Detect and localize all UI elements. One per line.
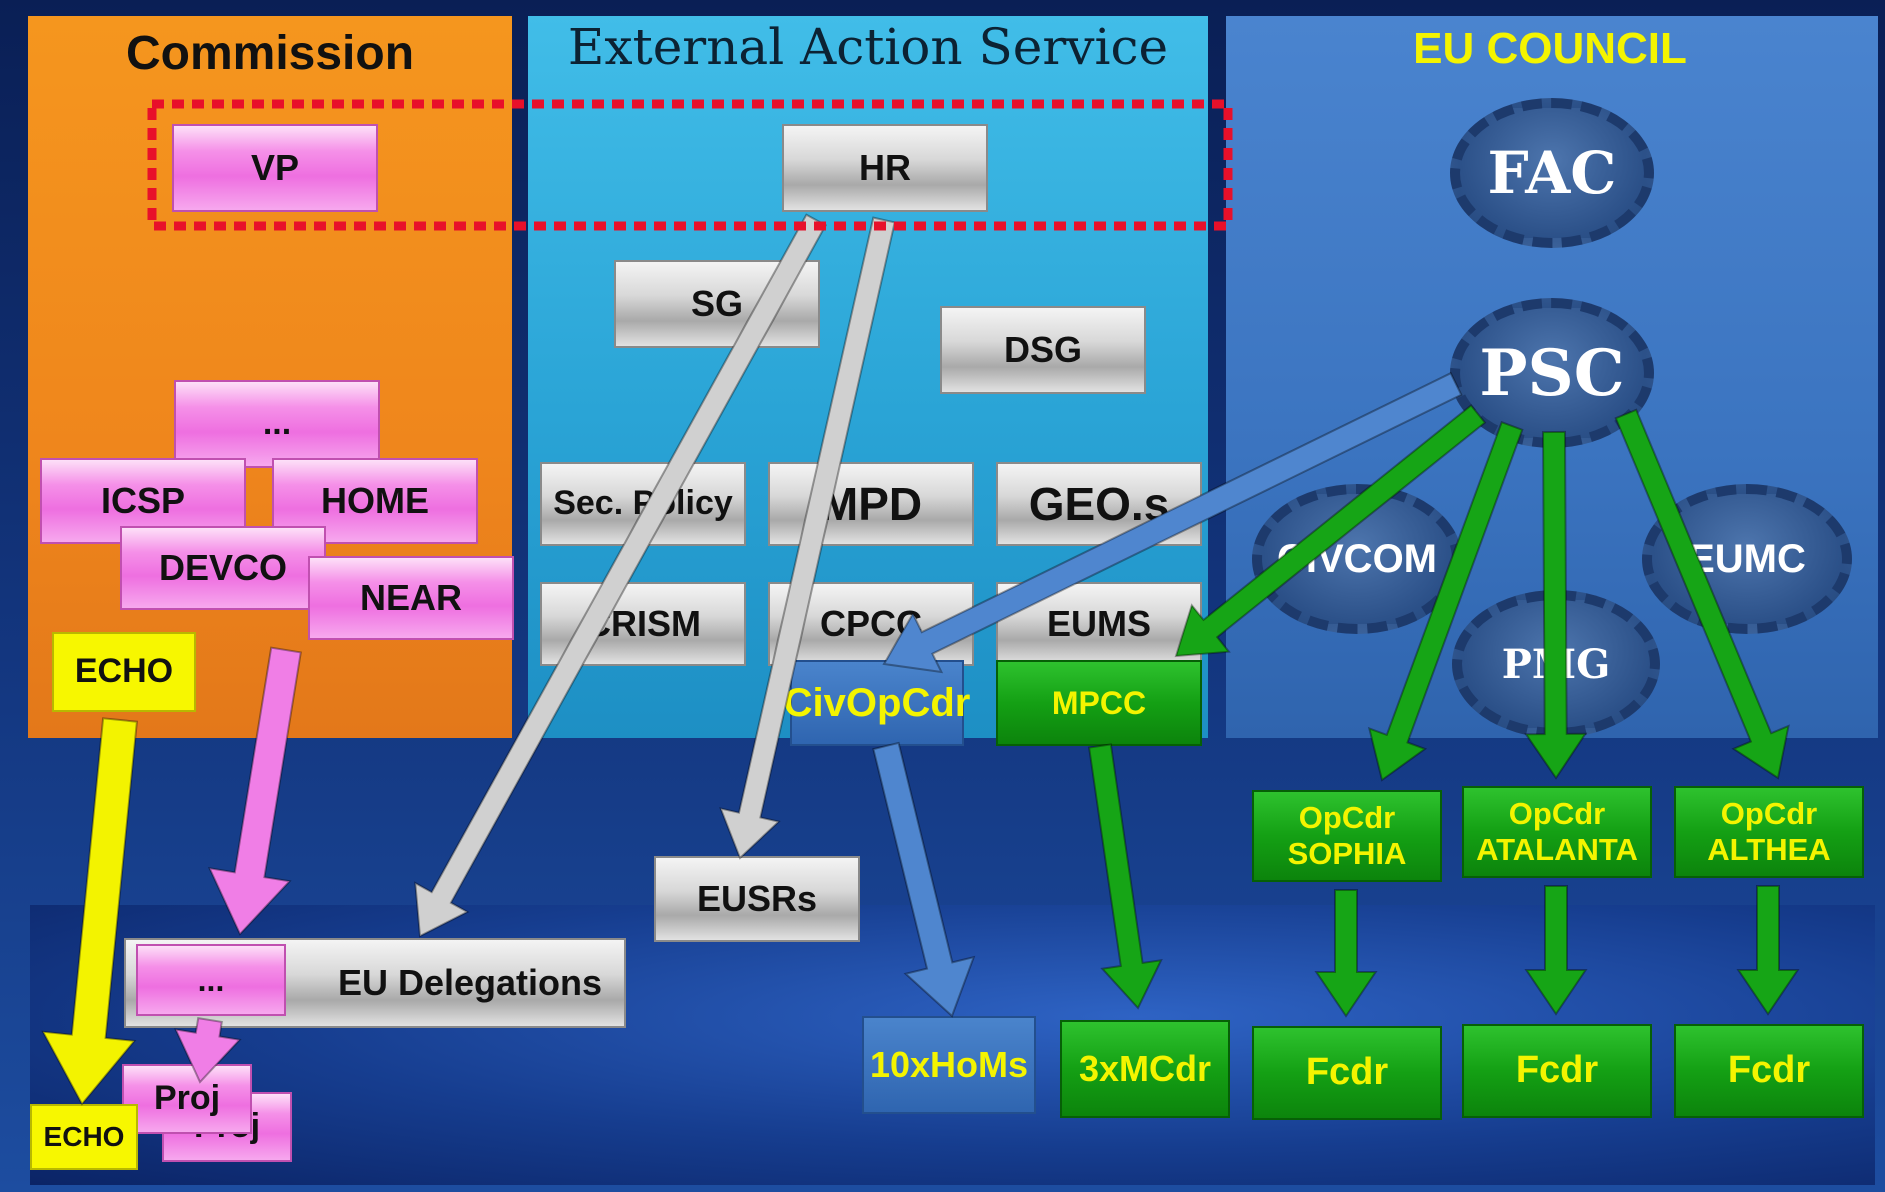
psc-to-civopcdr-arrow (882, 371, 1463, 674)
vp-hr-dotted-frame (147, 99, 1233, 231)
psc-to-althea-arrow (1614, 408, 1790, 780)
fcdr-althea-box: Fcdr (1674, 1024, 1864, 1118)
sophia-to-fcdr-arrow (1314, 889, 1378, 1018)
echo-field-box: ECHO (30, 1104, 138, 1170)
hom10-box: 10xHoMs (862, 1016, 1036, 1114)
fcdr-sophia-box: Fcdr (1252, 1026, 1442, 1120)
civopcdr-box: CivOpCdr (784, 660, 970, 746)
fcdr-atalanta-box: Fcdr (1462, 1024, 1652, 1118)
opcdr-althea-box: OpCdr ALTHEA (1674, 786, 1864, 878)
hr-to-eusrs-arrow (719, 216, 896, 860)
mpcc-box: MPCC (996, 660, 1202, 746)
opcdr-atalanta-box: OpCdr ATALANTA (1462, 786, 1652, 878)
delegations-ellipsis-box: ... (136, 944, 286, 1016)
hr-to-delegations-arrow (414, 213, 827, 938)
fac-node: FAC (1450, 98, 1654, 248)
vp-box: VP (172, 124, 378, 212)
devco-box: DEVCO (120, 526, 326, 610)
commission-ellipsis-box: ... (174, 380, 380, 468)
echo-box: ECHO (52, 632, 196, 712)
opcdr-sophia-box: OpCdr SOPHIA (1252, 790, 1442, 882)
psc-to-mpcc-arrow (1174, 403, 1487, 658)
delegations-to-proj-arrow (174, 1016, 242, 1084)
eusrs-box: EUSRs (654, 856, 860, 942)
near-box: NEAR (308, 556, 514, 640)
eeas-title: External Action Service (567, 18, 1169, 76)
althea-to-fcdr-arrow (1736, 885, 1800, 1016)
atalanta-to-fcdr-arrow (1524, 885, 1588, 1016)
proj-box-front: Proj (122, 1064, 252, 1134)
hr-box: HR (782, 124, 988, 212)
dsg-box: DSG (940, 306, 1146, 394)
psc-to-atalanta-arrow (1524, 430, 1588, 780)
civopcdr-to-homs-arrow (872, 741, 976, 1018)
mcdr3-box: 3xMCdr (1060, 1020, 1230, 1118)
council-title: EU COUNCIL (1413, 24, 1687, 73)
psc-to-sophia-arrow (1367, 420, 1524, 782)
mpd-box: MPD (768, 462, 974, 546)
mpcc-to-mcdr-arrow (1087, 743, 1163, 1010)
commission-title: Commission (125, 27, 415, 80)
echo-to-field-arrow (41, 717, 138, 1106)
commission-to-delegations-arrow (207, 646, 302, 936)
